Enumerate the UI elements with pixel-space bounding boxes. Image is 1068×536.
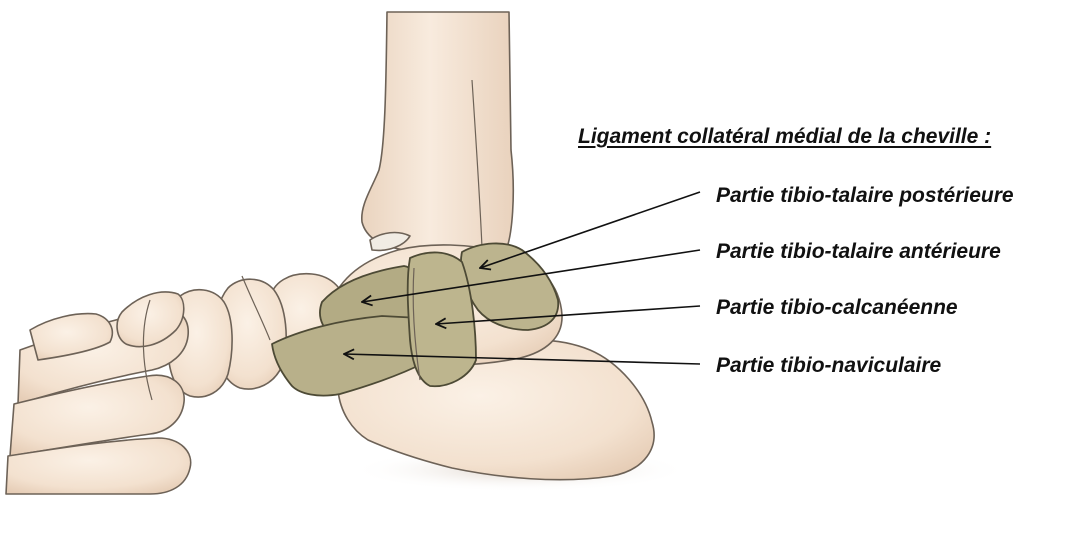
diagram-title: Ligament collatéral médial de la chevill… [578, 126, 991, 147]
tibia-bone [362, 12, 513, 250]
label-tibio-talaire-posterieure: Partie tibio-talaire postérieure [716, 185, 1014, 206]
label-tibio-naviculaire: Partie tibio-naviculaire [716, 355, 941, 376]
label-tibio-talaire-anterieure: Partie tibio-talaire antérieure [716, 241, 1001, 262]
label-tibio-calcaneenne: Partie tibio-calcanéenne [716, 297, 958, 318]
